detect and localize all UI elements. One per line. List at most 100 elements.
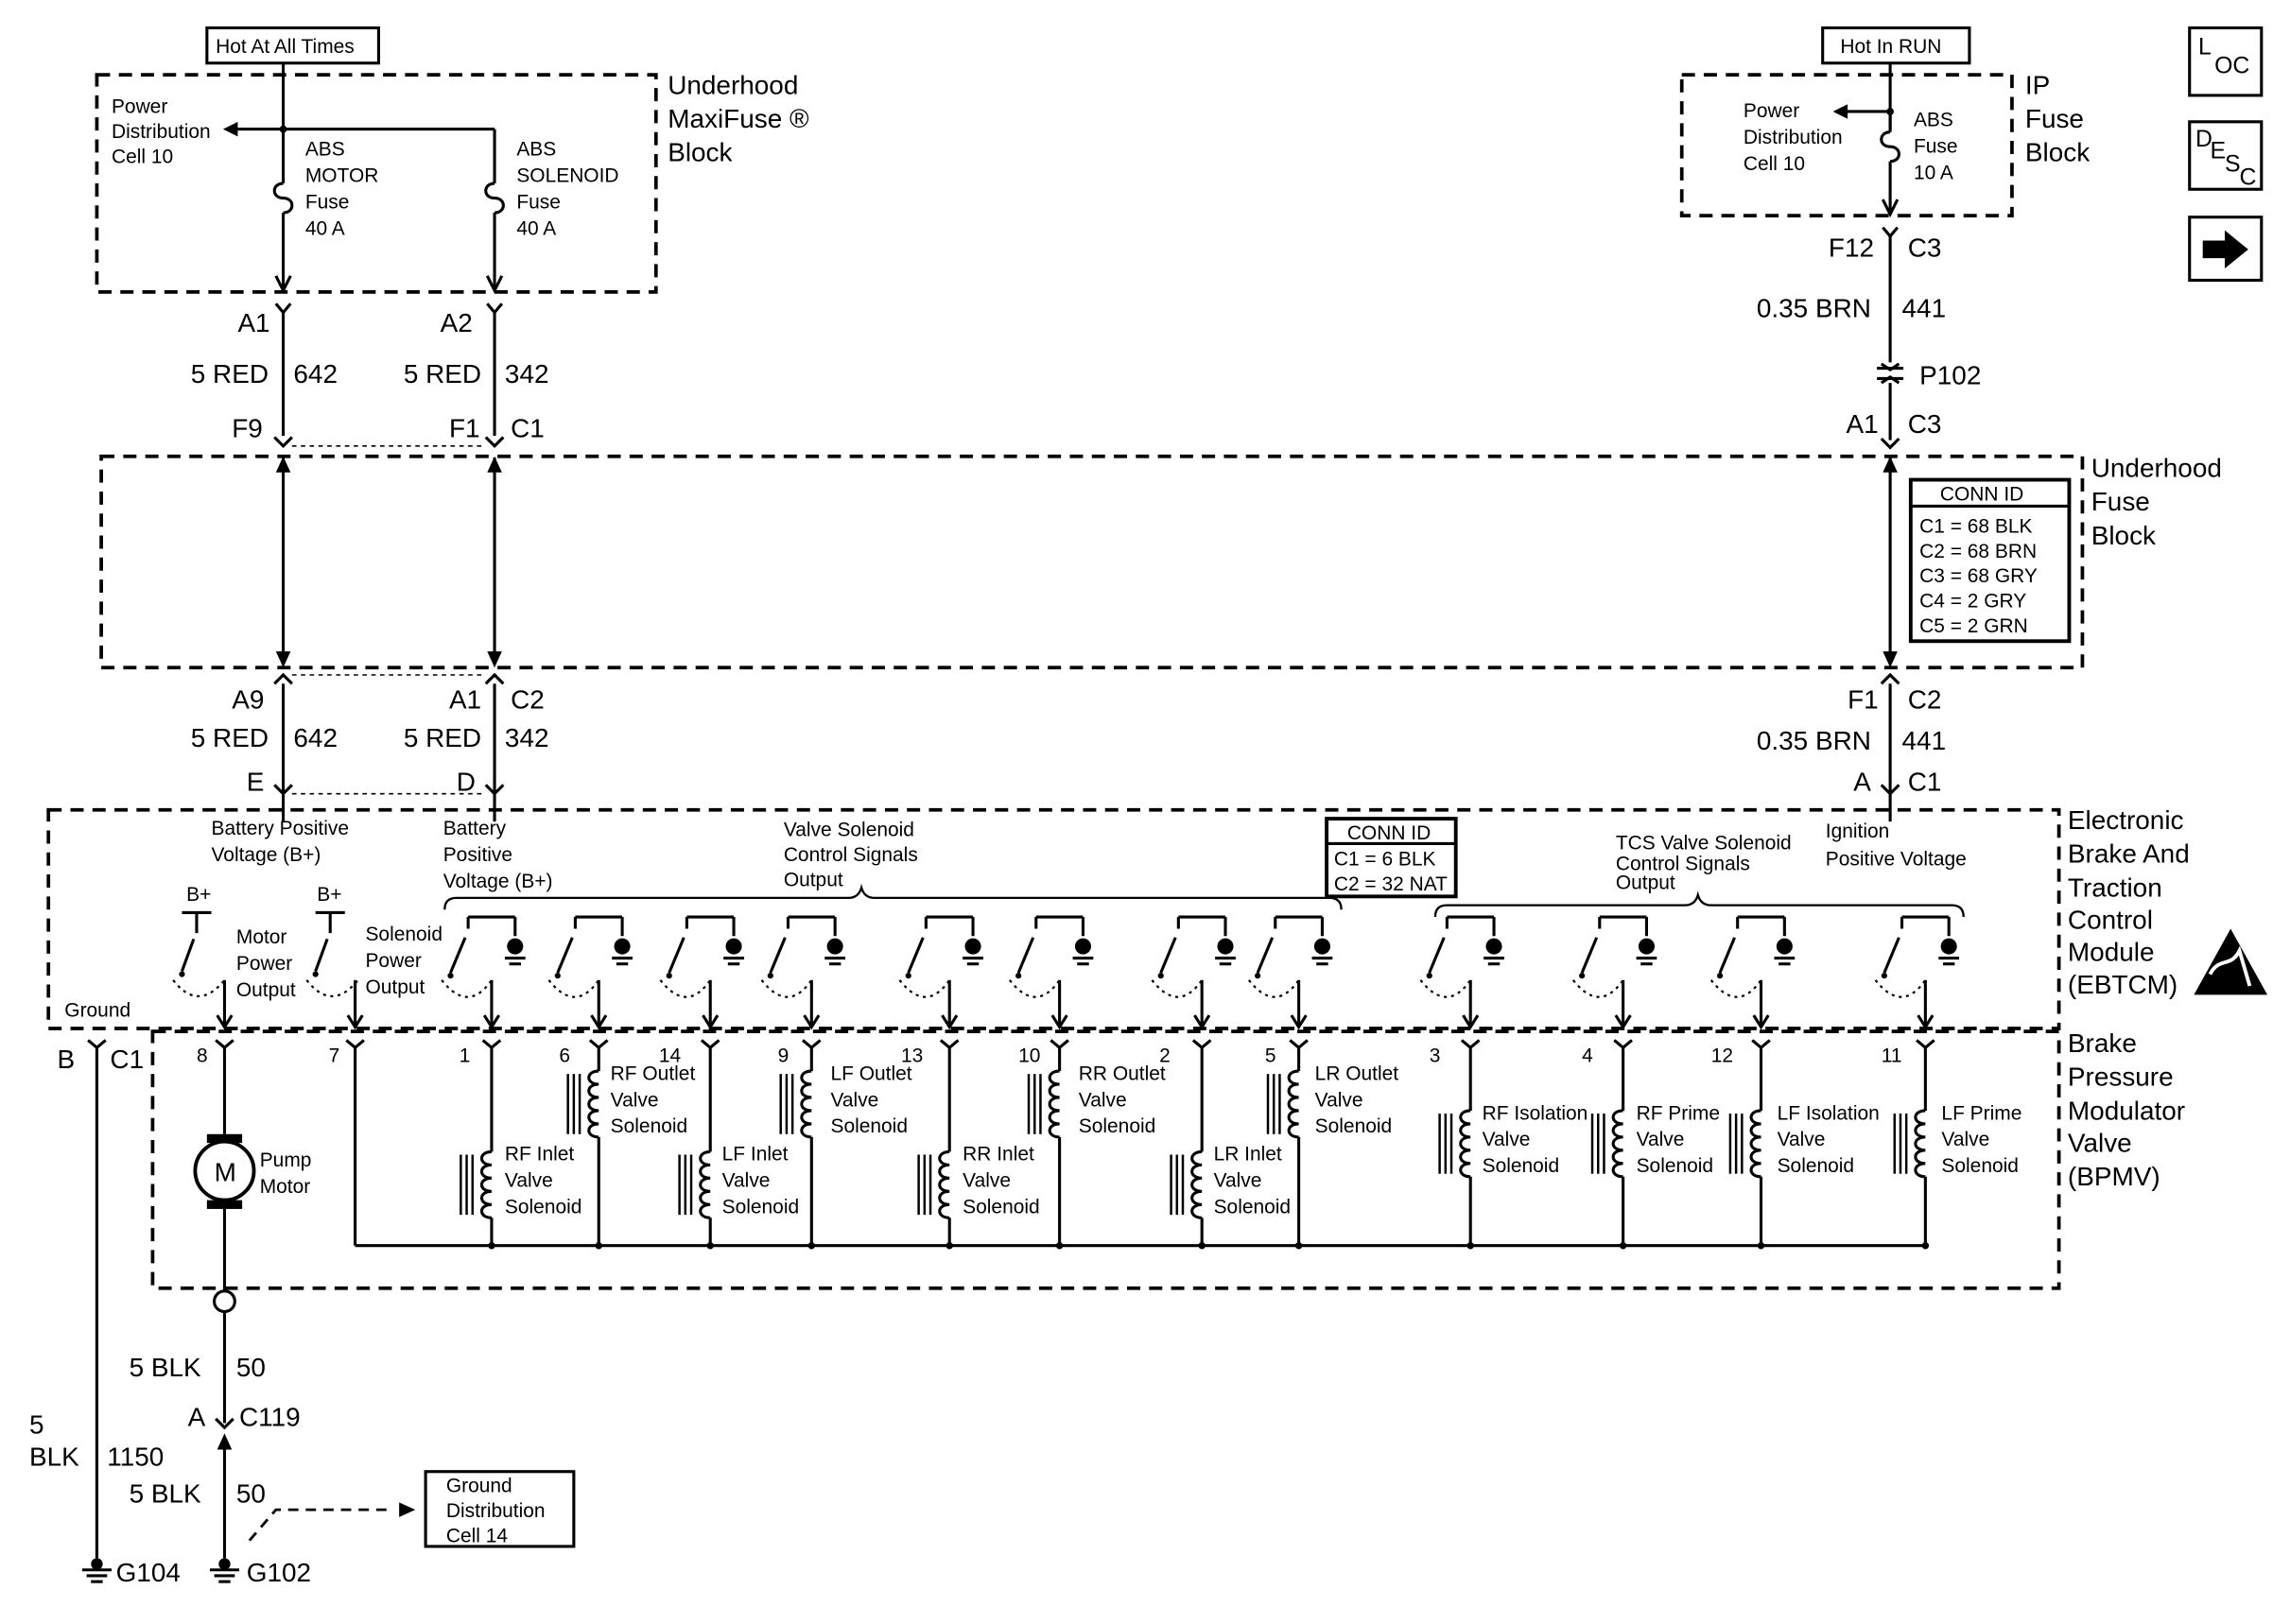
motor-power-output-label: Motor Power Output [236,926,296,1001]
loc-icon[interactable]: L OC [2188,26,2264,97]
conn-a1: A1 [237,308,269,337]
svg-text:RR Outlet: RR Outlet [1079,1063,1166,1084]
wire-342-circuit-lower: 342 [505,723,549,752]
conn-c2: C2 [511,685,545,715]
svg-text:Brake And: Brake And [2068,839,2190,869]
ground-g102-label: G102 [247,1558,311,1587]
svg-text:8: 8 [197,1045,208,1067]
conn-c1-right: C1 [1908,768,1942,797]
bpmv-pin: 7 [329,1039,365,1067]
svg-text:Fuse: Fuse [516,191,561,213]
svg-text:Solenoid: Solenoid [722,1197,800,1218]
tcs-solenoid-signals-label: TCS Valve Solenoid Control Signals Outpu… [1616,833,1792,894]
svg-text:E: E [2210,139,2226,164]
abs-fuse-label: ABS Fuse 10 A [1914,109,1958,183]
svg-text:Fuse: Fuse [2091,487,2150,516]
svg-text:Valve: Valve [963,1170,1011,1192]
svg-text:12: 12 [1711,1045,1733,1067]
svg-text:Valve: Valve [1483,1129,1531,1150]
svg-text:Solenoid: Solenoid [365,924,442,945]
svg-text:LF Prime: LF Prime [1941,1102,2021,1124]
maxifuse-block-label: Underhood MaxiFuse ® Block [668,70,809,166]
wire-441-color: 0.35 BRN [1757,293,1871,322]
conn-c3-right: C3 [1908,409,1942,439]
solenoid-coil-icon [1438,1047,1474,1250]
solenoid-coil-icon [1728,1047,1765,1250]
esd-warning-icon [2194,928,2267,995]
svg-text:Solenoid: Solenoid [1637,1155,1714,1177]
svg-text:ABS: ABS [516,139,556,161]
svg-text:1150: 1150 [107,1443,164,1472]
svg-text:RR Inlet: RR Inlet [963,1144,1034,1166]
maxifuse-block-outline [95,73,658,294]
solenoid-coil-icon [566,1047,602,1250]
svg-text:C: C [2240,165,2257,191]
conn-a-right: A [1853,768,1871,797]
bpmv-label: Brake Pressure Modulator Valve (BPMV) [2068,1028,2185,1191]
svg-text:Output: Output [784,869,843,890]
wire-342-color: 5 RED [404,359,481,389]
svg-text:14: 14 [659,1045,682,1067]
svg-text:Ignition: Ignition [1826,821,1890,842]
svg-text:40 A: 40 A [516,217,556,239]
svg-text:Valve: Valve [722,1170,771,1192]
svg-text:Output: Output [1616,872,1675,894]
solenoid-power-switch-icon [305,910,359,997]
svg-text:OC: OC [2214,54,2249,79]
ebtcm-label: Electronic Brake And Traction Control Mo… [2068,805,2190,999]
svg-text:Voltage (B+): Voltage (B+) [443,871,553,892]
wire-50-circuit-lower: 50 [236,1478,266,1508]
svg-text:Ground: Ground [446,1475,512,1496]
ebtcm-outline [46,807,2061,1030]
conn-id-fuse-block: CONN ID C1 = 68 BLK C2 = 68 BRN C3 = 68 … [1908,477,2072,644]
svg-text:Valve: Valve [830,1089,878,1111]
hot-in-run-box [1821,26,1971,65]
bpmv-outline [150,1029,2061,1290]
conn-e: E [247,768,265,797]
abs-fuse-icon [1880,130,1900,164]
svg-text:RF Inlet: RF Inlet [505,1144,574,1166]
svg-text:LR Inlet: LR Inlet [1214,1144,1282,1166]
wire-642-color-lower: 5 RED [191,723,269,752]
svg-text:9: 9 [778,1045,789,1067]
solenoid-driver-switch-icon [898,915,983,1030]
desc-icon[interactable]: D E S C [2188,120,2264,191]
wire-642-circuit: 642 [293,359,338,389]
svg-text:Modulator: Modulator [2068,1096,2185,1125]
svg-text:Valve: Valve [1637,1129,1685,1150]
solenoid-coil-icon [1893,1047,1930,1250]
wire-441-circuit: 441 [1902,293,1947,322]
svg-text:Distribution: Distribution [1744,127,1843,148]
svg-text:Solenoid: Solenoid [505,1197,582,1218]
svg-text:13: 13 [901,1045,923,1067]
ebtcm-batt-pos-label-1: Battery Positive Voltage (B+) [212,818,349,866]
conn-p102: P102 [1919,361,1981,390]
solenoid-coil-icon [1027,1047,1064,1250]
conn-a1-mid: A1 [449,685,481,715]
conn-c1-ground: C1 [110,1045,144,1074]
svg-text:Block: Block [2025,138,2090,167]
svg-text:5: 5 [29,1409,44,1439]
ground-distribution-cell-14: Ground Distribution Cell 14 [424,1470,576,1548]
bpmv-pin: 9 [778,1039,822,1067]
svg-text:2: 2 [1159,1045,1171,1067]
svg-text:Output: Output [365,976,425,998]
conn-b: B [58,1045,76,1074]
splice-icon [213,1289,236,1314]
svg-text:Fuse: Fuse [2025,104,2084,133]
conn-f9: F9 [232,414,263,443]
svg-text:ABS: ABS [305,139,345,161]
svg-text:10: 10 [1018,1045,1040,1067]
ignition-positive-label: Ignition Positive Voltage [1826,821,1967,870]
solenoid-coil-icon [779,1047,816,1250]
wire-50-circuit: 50 [236,1353,266,1382]
next-page-arrow-icon[interactable] [2188,216,2264,283]
